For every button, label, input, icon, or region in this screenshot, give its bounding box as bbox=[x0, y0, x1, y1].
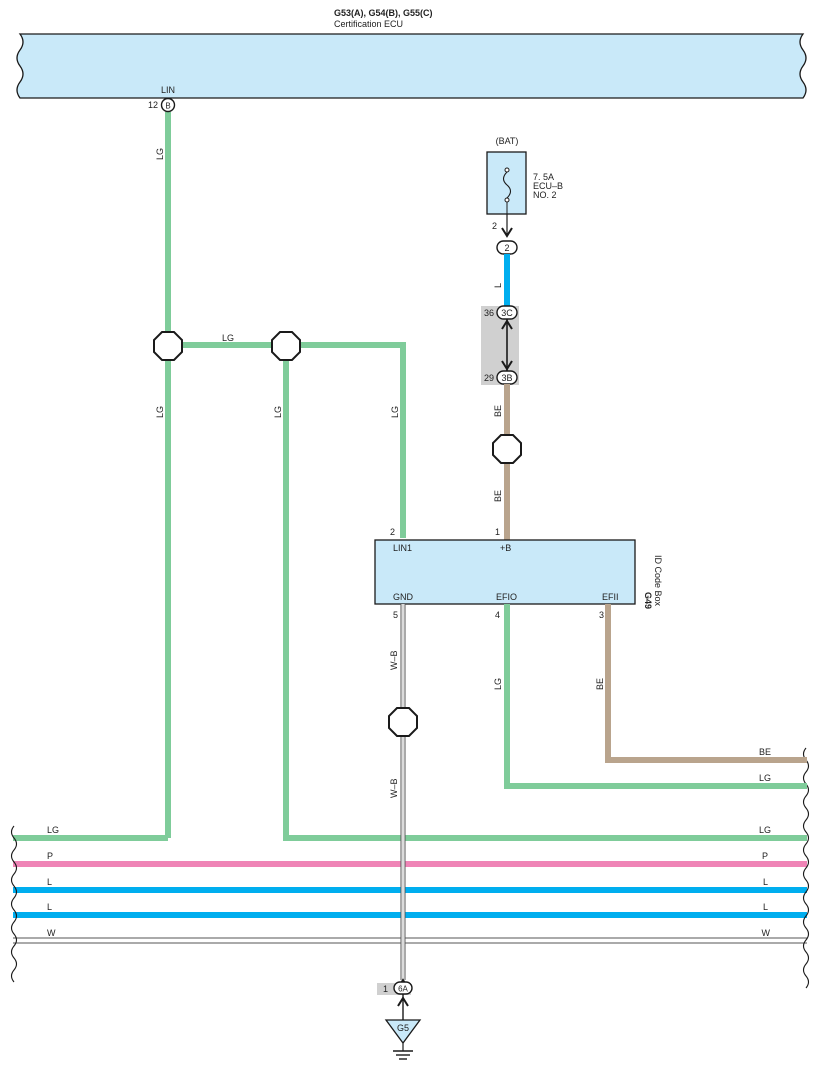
wire-label-b-lower: BE bbox=[493, 490, 503, 502]
splice-lin-right-icon bbox=[271, 331, 301, 361]
ground-name: G5 bbox=[397, 1023, 409, 1033]
idbox-name: ID Code Box bbox=[653, 555, 663, 607]
fuse-no: NO. 2 bbox=[533, 190, 557, 200]
junction-3c-label: 3C bbox=[501, 308, 513, 318]
ecu-connector-12: B 12 bbox=[148, 97, 176, 113]
wire-label-efio: LG bbox=[493, 678, 503, 690]
ecu-subtitle: Certification ECU bbox=[334, 19, 403, 29]
idbox-pin-efio: EFIO bbox=[496, 592, 517, 602]
efii-exit-label: BE bbox=[759, 747, 771, 757]
idbox-pin-no-4: 4 bbox=[495, 610, 500, 620]
fuse-chevron-icon bbox=[501, 227, 513, 238]
ground-triangle-icon bbox=[384, 1019, 422, 1045]
bus-left-label-p: P bbox=[47, 851, 53, 861]
junction-pin-29: 29 bbox=[484, 373, 494, 383]
idbox-pin-gnd: GND bbox=[393, 592, 414, 602]
bus-right-label-lg: LG bbox=[759, 825, 771, 835]
junction-down-chevron-icon bbox=[501, 360, 513, 371]
wire-label-lin-branch: LG bbox=[273, 406, 283, 418]
bus-left-label-w: W bbox=[47, 928, 56, 938]
ecu-title: G53(A), G54(B), G55(C) bbox=[334, 8, 433, 18]
bus-right-label-l1: L bbox=[763, 877, 768, 887]
wire-label-gnd-upper: W–B bbox=[389, 650, 399, 670]
wire-label-lin-ecu: LG bbox=[155, 148, 165, 160]
wire-label-gnd-lower: W–B bbox=[389, 778, 399, 798]
certification-ecu: G53(A), G54(B), G55(C) Certification ECU… bbox=[16, 8, 807, 99]
bus-right-label-l2: L bbox=[763, 902, 768, 912]
ground-conn-label: 6A bbox=[398, 985, 408, 994]
ecu-body bbox=[16, 33, 807, 99]
idbox-pin-no-3: 3 bbox=[599, 610, 604, 620]
idbox-pin-no-1: 1 bbox=[495, 527, 500, 537]
fuse-block: (BAT) 7. 5A ECU–B NO. 2 2 2 bbox=[486, 136, 563, 255]
junction-up-chevron-icon bbox=[501, 319, 513, 330]
wire-labels: LG LG LG LG LG L BE BE W–B W–B LG BE bbox=[155, 148, 605, 798]
ground-block: 6A 1 G5 bbox=[377, 978, 422, 1060]
junction-pin-36: 36 bbox=[484, 308, 494, 318]
bus-labels: LG P L L W LG P L L W bbox=[47, 825, 771, 938]
bus-left-label-lg: LG bbox=[47, 825, 59, 835]
bus-lines bbox=[10, 747, 810, 989]
bus-right-label-w: W bbox=[762, 928, 771, 938]
efii-wire bbox=[605, 604, 807, 763]
splice-gnd-icon bbox=[388, 707, 418, 737]
wire-label-lin-mid: LG bbox=[222, 333, 234, 343]
idbox-pin-no-2: 2 bbox=[390, 527, 395, 537]
lin-wire-branch bbox=[283, 345, 807, 841]
idbox-body bbox=[374, 539, 636, 605]
wire-label-fuse-out: L bbox=[493, 283, 503, 288]
connector-b-icon bbox=[160, 97, 176, 113]
fuse-supply: (BAT) bbox=[496, 136, 519, 146]
junction-block: 3C 36 3B 29 bbox=[481, 305, 519, 385]
idbox-pin-no-5: 5 bbox=[393, 610, 398, 620]
idbox-pin-b: +B bbox=[500, 543, 511, 553]
splices bbox=[153, 331, 522, 737]
ecu-conn-label: B bbox=[165, 102, 170, 111]
fuse-conn-label: 2 bbox=[504, 243, 509, 253]
idbox-code: G49 bbox=[643, 592, 653, 609]
splice-be-icon bbox=[492, 434, 522, 464]
bus-left-label-l2: L bbox=[47, 902, 52, 912]
bus-right-label-p: P bbox=[762, 851, 768, 861]
ecu-pin-number: 12 bbox=[148, 100, 158, 110]
idbox-pin-lin1: LIN1 bbox=[393, 543, 412, 553]
id-code-box: LIN1 +B GND EFIO EFII 2 1 5 4 3 G49 ID C… bbox=[374, 527, 663, 620]
wire-label-lin-right: LG bbox=[390, 406, 400, 418]
ground-pin: 1 bbox=[383, 984, 388, 994]
bus-left-label-l1: L bbox=[47, 877, 52, 887]
fuse-rating: 7. 5A bbox=[533, 172, 554, 182]
efio-wire bbox=[504, 604, 807, 789]
left-break-mark bbox=[10, 825, 18, 983]
idbox-pin-efii: EFII bbox=[602, 592, 619, 602]
fuse-name: ECU–B bbox=[533, 181, 563, 191]
lin-wires bbox=[13, 112, 807, 841]
wire-label-b-upper: BE bbox=[493, 405, 503, 417]
ground-up-chevron-icon bbox=[397, 996, 409, 1007]
fuse-pin: 2 bbox=[492, 221, 497, 231]
fuse-icon bbox=[502, 167, 512, 214]
splice-lin-left-icon bbox=[153, 331, 183, 361]
ecu-lin-pin-label: LIN bbox=[161, 85, 175, 95]
junction-3b-label: 3B bbox=[501, 373, 512, 383]
wire-label-efii: BE bbox=[595, 678, 605, 690]
efio-exit-label: LG bbox=[759, 773, 771, 783]
wire-label-lin-left: LG bbox=[155, 406, 165, 418]
gnd-wire bbox=[400, 604, 406, 980]
lin-wire-to-idbox bbox=[168, 342, 406, 538]
right-break-mark bbox=[802, 747, 810, 989]
